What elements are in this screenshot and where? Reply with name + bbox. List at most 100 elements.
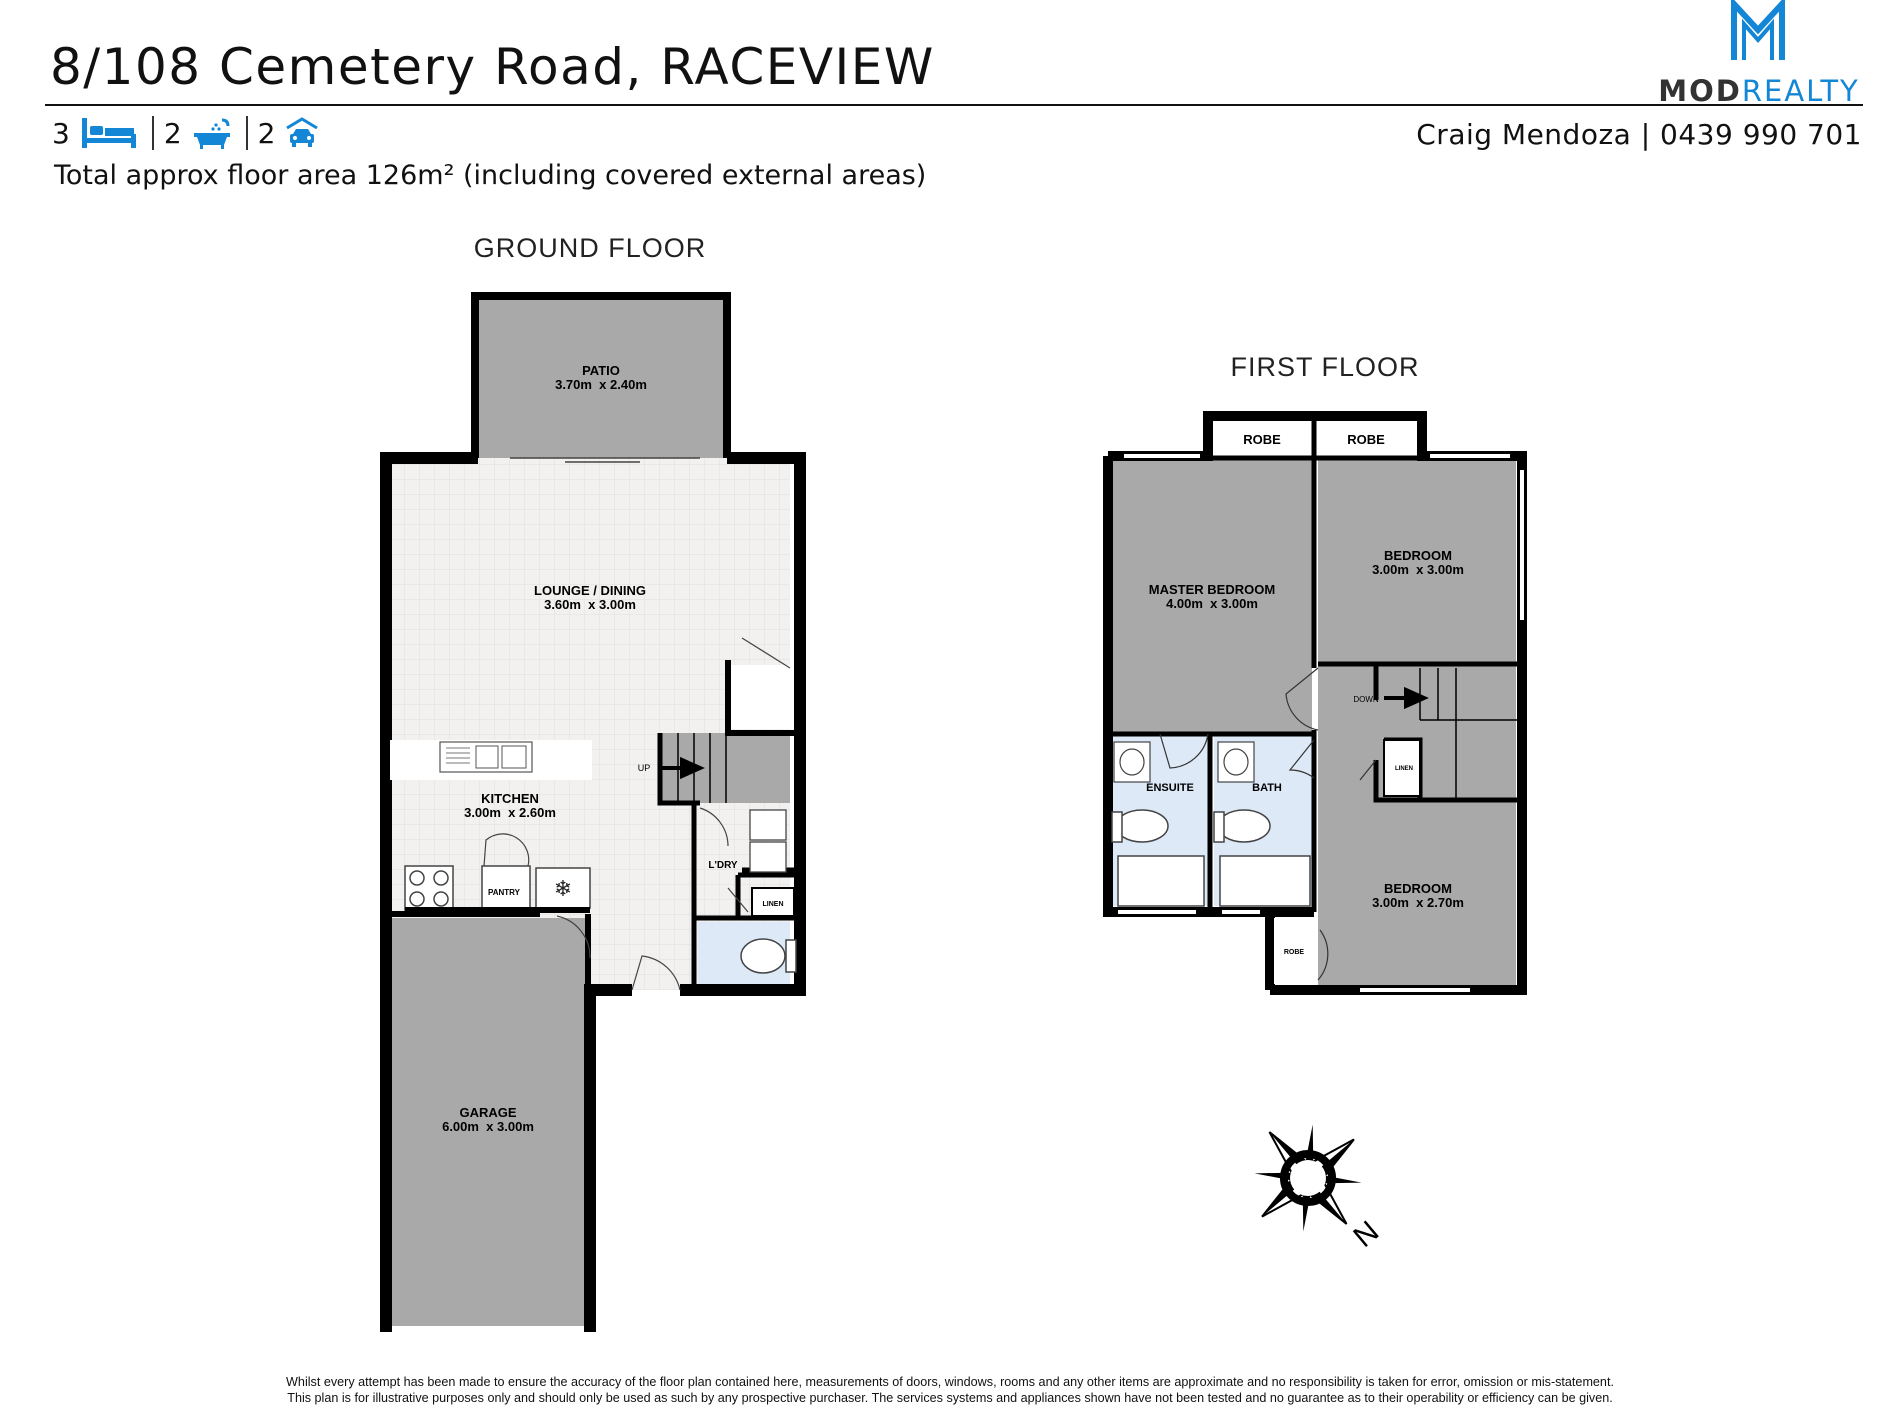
first-floor-title: FIRST FLOOR bbox=[1230, 352, 1419, 382]
burner bbox=[433, 870, 449, 886]
ensuite-cistern bbox=[1111, 811, 1123, 843]
first-floor-walls bbox=[1103, 411, 1527, 995]
first-floor-windows bbox=[1118, 454, 1524, 992]
brand-name: MODREALTY bbox=[1652, 74, 1866, 108]
patio-label: PATIO bbox=[582, 363, 620, 378]
robe-right bbox=[1314, 420, 1422, 460]
store-cupboard bbox=[728, 665, 792, 729]
kitchen-label: KITCHEN bbox=[481, 791, 539, 806]
beds-count: 3 bbox=[52, 116, 70, 150]
first-linen-label: LINEN bbox=[1395, 766, 1413, 772]
stat-separator bbox=[151, 116, 154, 150]
stairs-down-label: DOWN bbox=[1353, 695, 1379, 704]
first-linen-cupboard bbox=[1383, 739, 1421, 797]
patio-area bbox=[475, 296, 727, 458]
disclaimer-line-2: This plan is for illustrative purposes o… bbox=[287, 1391, 1613, 1405]
property-stats: 3 2 2 bbox=[52, 116, 319, 150]
disclaimer: Whilst every attempt has been made to en… bbox=[150, 1374, 1750, 1406]
bath-label: BATH bbox=[1252, 782, 1282, 794]
pantry-label: PANTRY bbox=[488, 888, 521, 897]
robe-left bbox=[1212, 420, 1308, 460]
washing-machine bbox=[749, 841, 787, 873]
hall-area bbox=[1318, 664, 1376, 802]
compass-north-label: N bbox=[1347, 1215, 1385, 1254]
stairs-up-label: UP bbox=[638, 763, 651, 773]
garage-area bbox=[390, 918, 590, 1326]
floor-area-note: Total approx floor area 126m² (including… bbox=[54, 160, 927, 191]
ensuite-label: ENSUITE bbox=[1146, 782, 1194, 794]
patio-size: 3.70m x 2.40m bbox=[555, 377, 647, 392]
compass-rose-icon bbox=[1254, 1124, 1362, 1232]
bedroom3-area bbox=[1318, 802, 1516, 986]
fridge-space bbox=[535, 867, 591, 909]
agent-contact: Craig Mendoza | 0439 990 701 bbox=[1416, 118, 1862, 151]
garage-top-wall bbox=[386, 911, 591, 990]
master-bedroom-size: 4.00m x 3.00m bbox=[1166, 596, 1258, 611]
store-walls bbox=[725, 660, 800, 736]
ensuite-toilet bbox=[1115, 809, 1169, 843]
bed-icon bbox=[81, 118, 136, 148]
stat-separator bbox=[245, 116, 248, 150]
brand-name-left: MOD bbox=[1658, 74, 1742, 108]
burner bbox=[409, 891, 425, 907]
brand-name-right: REALTY bbox=[1741, 74, 1860, 108]
bath-toilet bbox=[1217, 809, 1271, 843]
ensuite-basin bbox=[1119, 748, 1145, 776]
robe-left-label: ROBE bbox=[1243, 432, 1281, 447]
sink-bowl-left bbox=[475, 745, 499, 769]
ground-floor-title: GROUND FLOOR bbox=[474, 233, 707, 263]
robe-right-label: ROBE bbox=[1347, 432, 1385, 447]
pantry-cupboard bbox=[481, 865, 531, 911]
lounge-label: LOUNGE / DINING bbox=[534, 583, 646, 598]
ground-linen-label: LINEN bbox=[763, 901, 784, 908]
burner bbox=[409, 870, 425, 886]
laundry-door bbox=[699, 807, 729, 847]
bedroom3-size: 3.00m x 2.70m bbox=[1372, 895, 1464, 910]
bath-icon bbox=[193, 118, 230, 149]
kitchen-sink bbox=[439, 741, 533, 773]
bath-basin bbox=[1223, 748, 1249, 776]
ground-stair-arrow bbox=[662, 756, 705, 780]
bedroom3-label: BEDROOM bbox=[1384, 881, 1452, 896]
fridge-snowflake-icon: ❄ bbox=[554, 876, 572, 901]
pantry-door bbox=[483, 833, 530, 867]
first-stair-treads bbox=[1419, 668, 1522, 800]
linen-door bbox=[727, 887, 749, 913]
hall-door-swings bbox=[1285, 667, 1377, 981]
lounge-size: 3.60m x 3.00m bbox=[544, 597, 636, 612]
disclaimer-line-1: Whilst every attempt has been made to en… bbox=[286, 1375, 1614, 1389]
cooktop bbox=[404, 865, 454, 911]
property-address: 8/108 Cemetery Road, RACEVIEW bbox=[50, 38, 935, 96]
kitchen-size: 3.00m x 2.60m bbox=[464, 805, 556, 820]
bedroom2-area bbox=[1318, 460, 1516, 664]
baths-count: 2 bbox=[163, 116, 182, 150]
store-door bbox=[741, 637, 791, 669]
first-floor-internal-walls bbox=[1108, 416, 1522, 912]
garage-door-swing bbox=[556, 915, 591, 959]
bedroom2-label: BEDROOM bbox=[1384, 548, 1452, 563]
patio-walls bbox=[471, 292, 731, 458]
laundry-label: L'DRY bbox=[708, 860, 738, 871]
laundry-tub bbox=[749, 809, 787, 841]
garage-label: GARAGE bbox=[459, 1105, 516, 1120]
master-bedroom-area bbox=[1112, 460, 1312, 732]
sink-drainer bbox=[446, 747, 470, 764]
ground-toilet bbox=[740, 938, 786, 974]
brand-logo-icon bbox=[1731, 0, 1785, 60]
floor-plan: GROUND FLOOR ❄ PATIO 3.70m x 2.40m bbox=[380, 233, 1527, 1332]
garage-size: 6.00m x 3.00m bbox=[442, 1119, 534, 1134]
ensuite-door bbox=[1159, 733, 1209, 769]
patio-door bbox=[510, 457, 700, 463]
sink-bowl-right bbox=[501, 745, 527, 769]
header-divider bbox=[45, 104, 1863, 106]
ensuite-shower bbox=[1117, 855, 1205, 907]
car-icon bbox=[286, 117, 319, 147]
small-robe bbox=[1274, 918, 1314, 984]
bath-cistern bbox=[1213, 811, 1225, 843]
toilet-cistern bbox=[785, 939, 797, 973]
entry-door-swing bbox=[631, 955, 681, 991]
burner bbox=[433, 891, 449, 907]
linen-cupboard bbox=[751, 887, 795, 917]
first-stair-arrow bbox=[1384, 686, 1429, 710]
bedroom2-size: 3.00m x 3.00m bbox=[1372, 562, 1464, 577]
